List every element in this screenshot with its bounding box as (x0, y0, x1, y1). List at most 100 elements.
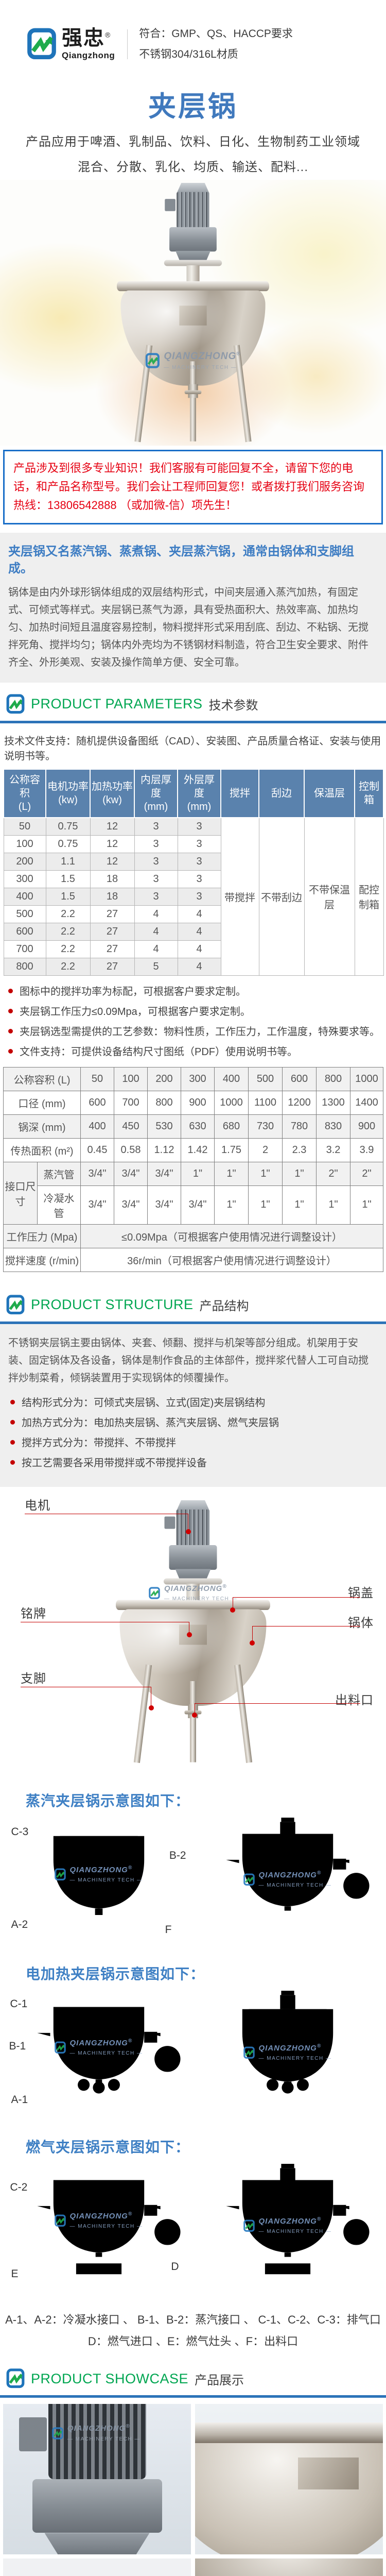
table-cell: 530 (147, 1114, 181, 1139)
structure-body: 不锈钢夹层锅主要由锅体、夹套、倾翻、搅拌与机架等部分组成。机架用于安装、固定锅体… (8, 1337, 369, 1384)
hero-product-photo: QIANGZHONG® — MACHINERY TECH — (0, 179, 386, 446)
bullet-item: 夹层锅选型需提供的工艺参数：物料性质，工作压力，工作温度，特殊要求等。 (7, 1024, 381, 1040)
diagram-label: D (171, 2260, 179, 2273)
bullet-item: 夹层锅工作压力≤0.09Mpa，可根据客户要求定制。 (7, 1004, 381, 1020)
drawings-row: C-3 B-2 A-2 F QIANGZHONG® — MACHINERY TE… (0, 1810, 386, 1950)
table-cell: 3/4" (147, 1185, 181, 1225)
table-cell: 500 (248, 1066, 283, 1091)
line-drawing-electric-tilt: C-1 B-1 A-1 QIANGZHONG® — MACHINERY TECH… (8, 1991, 189, 2121)
tagline-compliance: 符合：GMP、QS、HACCP要求 (139, 28, 293, 40)
table-cell: 600 (3, 922, 46, 941)
table-cell: 2.2 (45, 957, 91, 976)
table-cell: 1300 (316, 1090, 350, 1115)
col-header-outer-thickness: 外层厚度 (mm) (177, 768, 221, 818)
structure-bullet-list: 结构形式分为：可倾式夹层锅、立式(固定)夹层锅结构加热方式分为：电加热夹层锅、蒸… (9, 1395, 373, 1471)
intro-body: 锅体是由内外球形锅体组成的双层结构形式，中间夹层通入蒸汽加热，有固定式、可倾式等… (8, 586, 369, 668)
callout-dot (230, 1607, 235, 1613)
table-cell: 27 (90, 957, 135, 976)
callout-label-lid: 锅盖 (348, 1586, 374, 1600)
table-cell: 3 (177, 887, 221, 906)
table-cell: 0.45 (80, 1138, 114, 1162)
showcase-photo-kettle-top (195, 2404, 383, 2555)
col-header-stirring: 搅拌 (220, 768, 259, 818)
table-cell: 1.75 (214, 1138, 249, 1162)
table-cell: 1.5 (45, 887, 91, 906)
section-logo-icon (6, 1295, 25, 1315)
legend-line-2: D：燃气进口 、E：燃气灶头 、F：出料口 (87, 2334, 299, 2348)
table-cell: 1000 (214, 1090, 249, 1115)
table-cell: 3/4" (80, 1185, 114, 1225)
table-cell: 1.5 (45, 870, 91, 888)
table-cell: 2.2 (45, 940, 91, 958)
table-cell: 830 (316, 1114, 350, 1139)
parameters-bullet-list: 图标中的搅拌功率为标配，可根据客户要求定制。夹层锅工作压力≤0.09Mpa，可根… (7, 984, 381, 1060)
table-cell: 1" (350, 1185, 383, 1225)
callout-label-outlet: 出料口 (335, 1693, 374, 1707)
table-cell: 1" (214, 1161, 249, 1186)
kettle-nameplate (179, 306, 207, 326)
table-cell: 3 (134, 817, 178, 836)
table-cell: 1" (282, 1185, 317, 1225)
legend-line-1: A-1、A-2：冷凝水接口 、 B-1、B-2：蒸汽接口 、 C-1、C-2、C… (5, 2313, 381, 2326)
table-cell: 27 (90, 940, 135, 958)
callout-dot (192, 1712, 197, 1718)
showcase-photo-outlet-closeup: QIANGZHONG® — MACHINERY TECH — (195, 2558, 383, 2576)
section-logo-icon (6, 2368, 25, 2388)
bullet-item: 加热方式分为：电加热夹层锅、蒸汽夹层锅、燃气夹层锅 (9, 1415, 373, 1431)
table-cell: 800 (3, 957, 46, 976)
table-label-cell: 接口尺寸 (3, 1161, 38, 1225)
table-cell: 18 (90, 870, 135, 888)
registered-mark: ® (105, 30, 112, 39)
outlet-clamp (184, 1710, 202, 1715)
intro-heading: 夹层锅又名蒸汽锅、蒸煮锅、夹层蒸汽锅，通常由锅体和支脚组成。 (8, 544, 354, 576)
section-logo-icon (6, 694, 25, 714)
hero-subtitle-1: 产品应用于啤酒、乳制品、饮料、日化、生物制药工业领域 (26, 134, 360, 149)
table-cell: 600 (282, 1066, 317, 1091)
col-header-inner-thickness: 内层厚度 (mm) (134, 768, 178, 818)
diagram-section-gas: 燃气夹层锅示意图如下： C-2 E D QIANGZHONG® — MACHIN… (0, 2122, 386, 2296)
table-cell: 800 (316, 1066, 350, 1091)
table-cell: 1000 (350, 1066, 383, 1091)
diagram-label: B-1 (9, 2040, 26, 2052)
diagram-label: F (165, 1923, 172, 1936)
table-cell: 27 (90, 922, 135, 941)
table-cell: 1200 (282, 1090, 317, 1115)
col-header-insulation: 保温层 (304, 768, 355, 818)
table-cell: 3/4" (181, 1185, 215, 1225)
table-cell: 730 (248, 1114, 283, 1139)
table-cell: 1" (248, 1185, 283, 1225)
line-drawing-gas-motor: QIANGZHONG® — MACHINERY TECH — (197, 2163, 378, 2294)
table-cell: 4 (177, 957, 221, 976)
table-cell: 1" (181, 1161, 215, 1186)
jacketed-kettle-illustration (104, 1500, 282, 1767)
annotated-product-diagram: QIANGZHONG® — MACHINERY TECH — 电机 锅盖 铭牌 … (0, 1486, 386, 1776)
table-cell: 3.9 (350, 1138, 383, 1162)
page-title: 夹层锅 (148, 91, 238, 122)
table-cell: 600 (80, 1090, 114, 1115)
table-cell: 3 (177, 870, 221, 888)
table-cell: 3/4" (80, 1161, 114, 1186)
table-cell: 1.42 (181, 1138, 215, 1162)
header-taglines: 符合：GMP、QS、HACCP要求 不锈钢304/316L材质 (139, 24, 293, 65)
table-cell: 不带刮边 (258, 817, 305, 976)
table-cell: 1" (248, 1161, 283, 1186)
callout-dot (187, 1632, 192, 1637)
table-label-cell: 传热面积 (m²) (3, 1138, 81, 1162)
bullet-item: 结构形式分为：可倾式夹层锅、立式(固定)夹层锅结构 (9, 1395, 373, 1411)
hero-section: 夹层锅 产品应用于啤酒、乳制品、饮料、日化、生物制药工业领域 混合、分散、乳化、… (0, 72, 386, 446)
callout-line (233, 1597, 360, 1611)
brand-name-en: Qiangzhong (62, 50, 115, 60)
table-label-cell: 蒸汽管 (37, 1161, 81, 1186)
structure-section: 不锈钢夹层锅主要由锅体、夹套、倾翻、搅拌与机架等部分组成。机架用于安装、固定锅体… (0, 1324, 386, 1487)
col-header-scraper: 刮边 (258, 768, 305, 818)
notice-text: 产品涉及到很多专业知识！我们客服有可能回复不全，请留下您的电话，和产品名称型号。… (13, 461, 365, 512)
header-divider (127, 29, 128, 59)
table-row: 工作压力 (Mpa)≤0.09Mpa（可根据客户使用情况进行调整设计） (3, 1224, 383, 1248)
col-header-volume: 公称容积 (L) (3, 768, 46, 818)
table-cell: ≤0.09Mpa（可根据客户使用情况进行调整设计） (80, 1224, 383, 1248)
hero-subtitle-2: 混合、分散、乳化、均质、输送、配料... (77, 160, 308, 174)
